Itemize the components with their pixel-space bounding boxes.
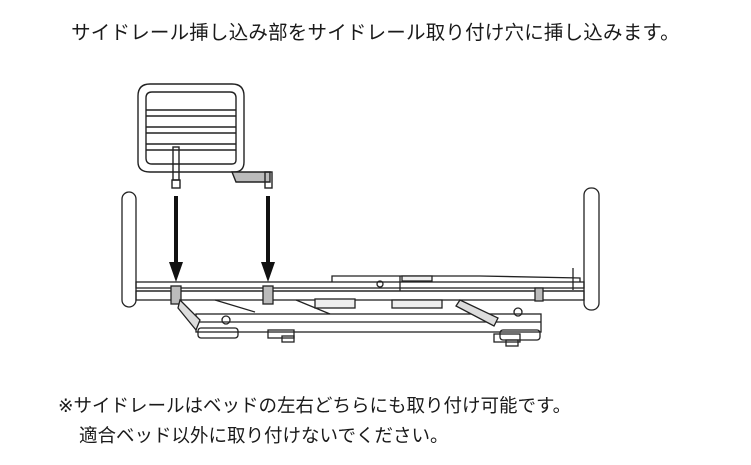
insertion-arrow [169,196,275,282]
note-line-2: 適合ベッド以外に取り付けないでください。 [79,426,449,447]
notes: ※サイドレールはベッドの左右どちらにも取り付け可能です。 適合ベッド以外に取り付… [58,392,571,452]
note-line-1: ※サイドレールはベッドの左右どちらにも取り付け可能です。 [58,396,572,417]
instruction-text: サイドレール挿し込み部をサイドレール取り付け穴に挿し込みます。 [71,21,680,44]
bed-frame [121,187,600,347]
side-rail [137,83,273,189]
